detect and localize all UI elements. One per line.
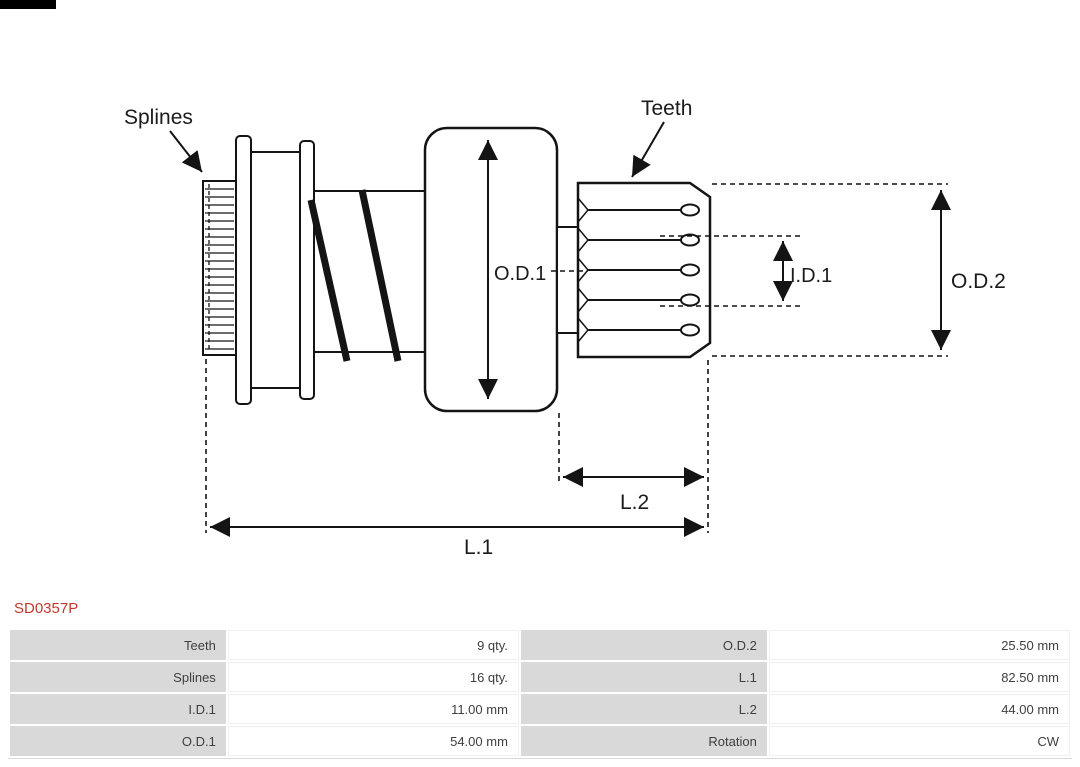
table-row: Splines 16 qty. L.1 82.50 mm [10,662,1070,692]
spring-coil-1 [307,199,351,362]
spec-value-cell: 11.00 mm [227,694,519,724]
table-row: Teeth 9 qty. O.D.2 25.50 mm [10,630,1070,660]
gear-tooth-lines [588,209,682,331]
table-row: I.D.1 11.00 mm L.2 44.00 mm [10,694,1070,724]
spec-value-cell: 82.50 mm [768,662,1070,692]
spec-label-cell: Rotation [520,726,767,756]
spec-label-cell: O.D.2 [520,630,767,660]
spec-value-cell: 9 qty. [227,630,519,660]
spec-value-cell: 44.00 mm [768,694,1070,724]
gear-tooth-end [680,323,700,337]
spec-label-cell: O.D.1 [10,726,226,756]
splines-label: Splines [124,106,193,129]
spec-label-cell: L.2 [520,694,767,724]
spring-coil-2 [358,189,402,362]
gear-tooth-end [680,263,700,277]
spec-value-cell: CW [768,726,1070,756]
flange-plate-left [235,135,252,405]
splines-callout-arrow [169,130,203,173]
spec-label-cell: I.D.1 [10,694,226,724]
gear-tooth-end [680,293,700,307]
spec-value-cell: 25.50 mm [768,630,1070,660]
od1-label: O.D.1 [494,263,546,285]
id1-label: I.D.1 [790,265,832,287]
hub-cylinder [250,151,301,389]
logo-strip [0,0,56,9]
l1-label: L.1 [464,536,493,559]
gear-tooth-end [680,203,700,217]
part-number: SD0357P [14,600,79,617]
spec-table-wrap: Teeth 9 qty. O.D.2 25.50 mm Splines 16 q… [8,628,1072,759]
teeth-callout-arrow [631,121,665,178]
flange-plate-right [299,140,315,400]
spec-label-cell: L.1 [520,662,767,692]
od1-label-bg [490,256,548,286]
spec-label-cell: Splines [10,662,226,692]
spec-label-cell: Teeth [10,630,226,660]
starter-drive-diagram: Splines Teeth O.D.1 I.D.1 O.D.2 L.2 L.1 [124,97,1006,559]
l2-label: L.2 [620,491,649,514]
splined-shaft [202,180,237,356]
gear-tooth-end [680,233,700,247]
table-row: O.D.1 54.00 mm Rotation CW [10,726,1070,756]
spec-table: Teeth 9 qty. O.D.2 25.50 mm Splines 16 q… [8,628,1072,758]
od2-label: O.D.2 [951,270,1006,293]
spec-value-cell: 54.00 mm [227,726,519,756]
spline-hatch [205,188,234,350]
teeth-label: Teeth [641,97,692,120]
spec-value-cell: 16 qty. [227,662,519,692]
step-shaft [556,226,580,334]
